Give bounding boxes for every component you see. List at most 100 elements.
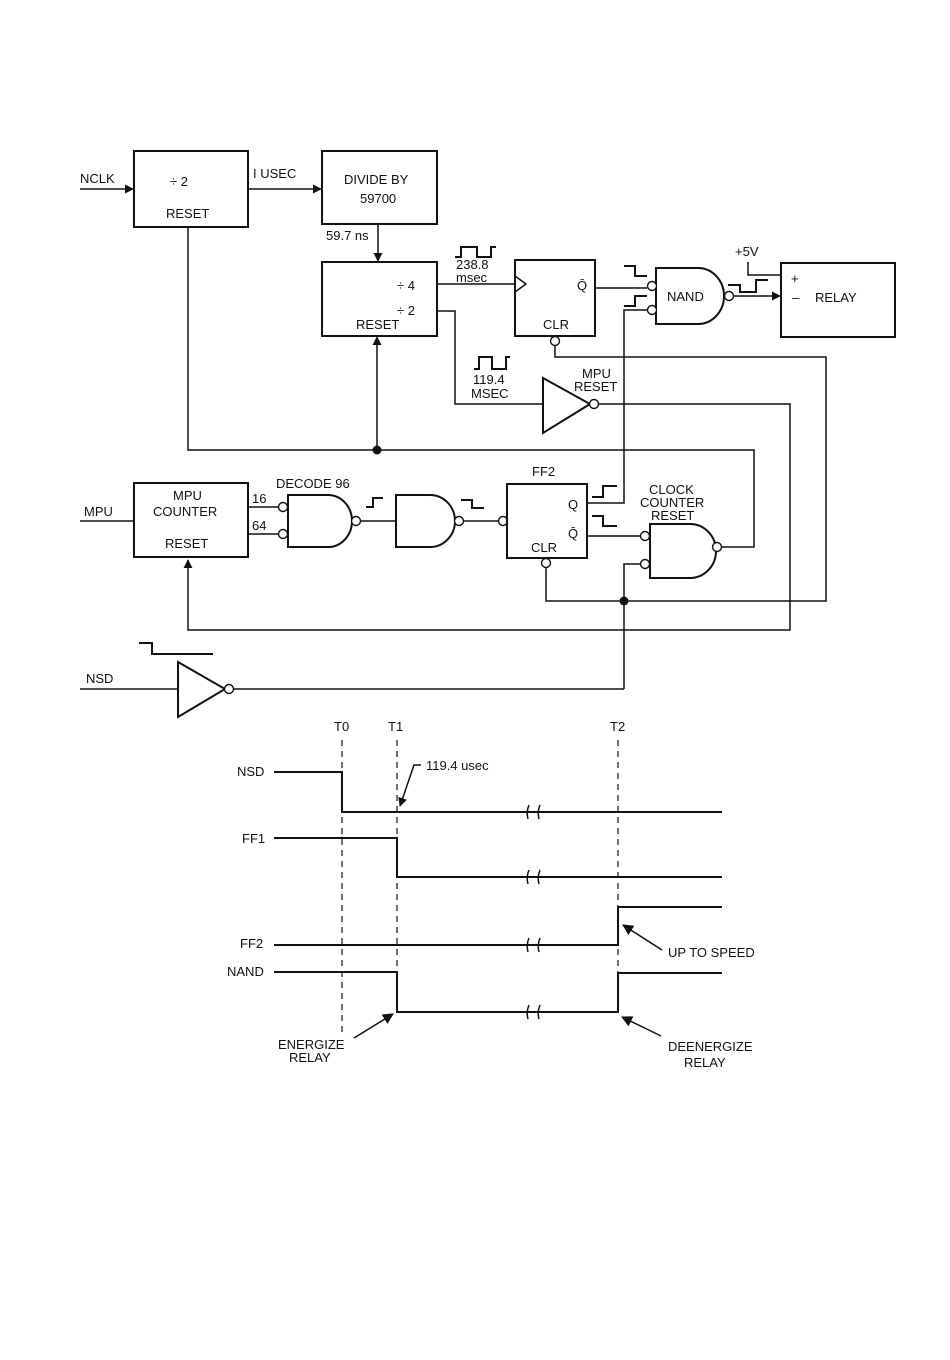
ff2-waveform <box>274 907 722 945</box>
divide-label-line1: DIVIDE BY <box>344 172 409 187</box>
mpu-reset-wire <box>188 404 790 630</box>
pulse-119-line1: 119.4 <box>473 372 505 387</box>
up-to-speed-arrow <box>623 925 662 950</box>
deenergize-line1: DEENERGIZE <box>668 1039 753 1054</box>
ff2-q-pulse-icon <box>592 486 617 497</box>
relay-block: + – RELAY <box>781 263 895 337</box>
ff2-clr-wire <box>546 568 624 601</box>
signal-ff1-label: FF1 <box>242 831 265 846</box>
marker-t2-label: T2 <box>610 719 625 734</box>
supply-wire <box>748 262 781 275</box>
clock-in1-bubble <box>641 532 650 541</box>
nand-out-bubble <box>725 292 734 301</box>
nsd-inverter <box>178 662 234 717</box>
pulse-238-line2: msec <box>456 270 488 285</box>
decode-nand-gate <box>279 495 361 547</box>
div2b-label: ÷ 2 <box>397 303 415 318</box>
counter-line2: COUNTER <box>153 504 217 519</box>
ff2-title: FF2 <box>532 464 555 479</box>
nand-in2-pulse-icon <box>624 296 647 306</box>
div4-div2-block: ÷ 4 ÷ 2 RESET <box>322 262 437 336</box>
counter-line1: MPU <box>173 488 202 503</box>
and-gate-2 <box>396 495 464 547</box>
schematic: NCLK ÷ 2 RESET I USEC DIVIDE BY 59700 59… <box>80 151 895 717</box>
decode-in1-bubble <box>279 503 288 512</box>
mpu-counter-block: MPU COUNTER RESET <box>134 483 248 557</box>
relay-minus-label: – <box>792 290 800 305</box>
ff2-clr-label: CLR <box>531 540 557 555</box>
div2-reset-label: RESET <box>166 206 209 221</box>
nand-label: NAND <box>667 289 704 304</box>
clock-reset-line3: RESET <box>651 508 694 523</box>
decode-out-pulse-icon <box>366 498 383 507</box>
timing-diagram: T0 T1 T2 119.4 usec NSD FF1 FF2 NAND UP … <box>227 719 755 1070</box>
in16-label: 16 <box>252 491 266 506</box>
ff2-block: Q Q̄ CLR <box>499 484 588 568</box>
decode-in2-bubble <box>279 530 288 539</box>
clock-in2-bubble <box>641 560 650 569</box>
ff2-qbar-pulse-icon <box>592 516 617 526</box>
junction-nsd <box>620 597 629 606</box>
ff1-clr-label: CLR <box>543 317 569 332</box>
nsd-pulse-icon <box>139 643 213 654</box>
deenergize-arrow <box>622 1017 661 1036</box>
decode-label: DECODE 96 <box>276 476 350 491</box>
nsd-waveform <box>274 772 722 812</box>
ff1-qbar-label: Q̄ <box>577 278 587 293</box>
nand-waveform <box>274 972 722 1012</box>
mpu-label: MPU <box>84 504 113 519</box>
div2-block: ÷ 2 RESET <box>134 151 248 227</box>
div2-label: ÷ 2 <box>170 174 188 189</box>
relay-label: RELAY <box>815 290 857 305</box>
nand-gate: NAND <box>648 268 734 324</box>
ff1-waveform <box>274 838 722 877</box>
ff2-q-label: Q <box>568 497 578 512</box>
and2-out-pulse-icon <box>461 500 484 508</box>
divide-59700-block: DIVIDE BY 59700 <box>322 151 437 224</box>
junction-reset <box>373 446 382 455</box>
ff2-clr-bubble <box>542 559 551 568</box>
signal-nand-label: NAND <box>227 964 264 979</box>
usec-label: I USEC <box>253 166 296 181</box>
supply-label: +5V <box>735 244 759 259</box>
in64-label: 64 <box>252 518 266 533</box>
energize-arrow <box>354 1014 393 1038</box>
pulse-238-icon <box>455 247 496 257</box>
nand-in2-bubble <box>648 306 657 315</box>
time-break-marks <box>527 805 540 1019</box>
div42-reset-label: RESET <box>356 317 399 332</box>
nclk-label: NCLK <box>80 171 115 186</box>
ns-label: 59.7 ns <box>326 228 369 243</box>
marker-t0-label: T0 <box>334 719 349 734</box>
up-to-speed-label: UP TO SPEED <box>668 945 755 960</box>
delay-arrow <box>400 765 421 806</box>
ff2-qbar-label: Q̄ <box>568 526 578 541</box>
nand-out-pulse-icon <box>728 280 768 292</box>
mpu-reset-bubble <box>590 400 599 409</box>
pulse-119-icon <box>474 357 510 369</box>
delay-label: 119.4 usec <box>426 758 489 773</box>
ff1-clr-bubble <box>551 337 560 346</box>
clock-reset-nand-gate <box>641 524 722 578</box>
energize-line2: RELAY <box>289 1050 331 1065</box>
signal-nsd-label: NSD <box>237 764 264 779</box>
decode-out-bubble <box>352 517 361 526</box>
nsd-label: NSD <box>86 671 113 686</box>
relay-plus-label: + <box>791 271 799 286</box>
nsd-bus-wire <box>624 564 640 689</box>
mpu-reset-line2: RESET <box>574 379 617 394</box>
nsd-inverter-bubble <box>225 685 234 694</box>
signal-ff2-label: FF2 <box>240 936 263 951</box>
marker-t1-label: T1 <box>388 719 403 734</box>
and2-out-bubble <box>455 517 464 526</box>
pulse-119-line2: MSEC <box>471 386 509 401</box>
ff1-out-pulse-icon <box>624 266 647 276</box>
clock-out-bubble <box>713 543 722 552</box>
nand-in1-bubble <box>648 282 657 291</box>
deenergize-line2: RELAY <box>684 1055 726 1070</box>
divide-label-line2: 59700 <box>360 191 396 206</box>
counter-reset-label: RESET <box>165 536 208 551</box>
ff1-block: Q̄ CLR <box>515 260 595 346</box>
div4-label: ÷ 4 <box>397 278 415 293</box>
